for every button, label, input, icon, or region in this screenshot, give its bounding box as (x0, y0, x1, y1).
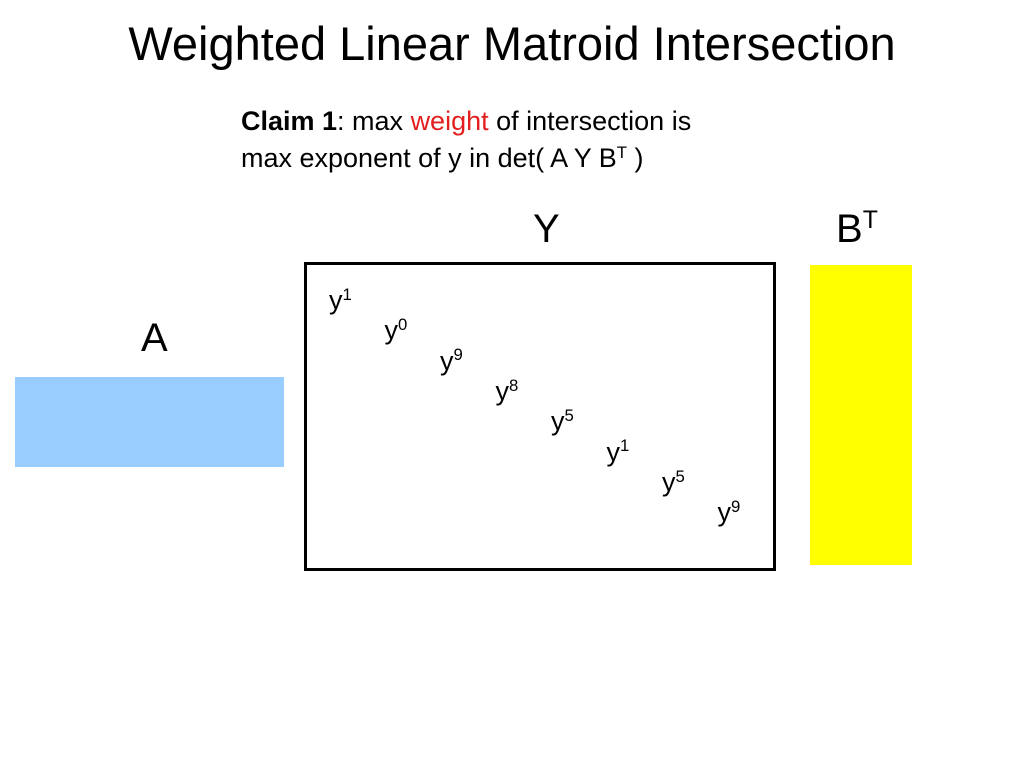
claim-line2-end: ) (626, 143, 644, 173)
claim-rest-line1: of intersection is (488, 106, 692, 136)
diagonal-entry: y1 (607, 437, 630, 467)
claim-label: Claim 1 (241, 106, 338, 136)
diagonal-entry-exponent: 1 (342, 284, 352, 304)
slide-title: Weighted Linear Matroid Intersection (128, 17, 896, 70)
claim-line-1: Claim 1: max weight of intersection is (241, 103, 861, 140)
diagonal-entry: y1 (329, 285, 352, 315)
matrix-y-label: Y (533, 207, 560, 251)
diagonal-entry-base: y (662, 466, 676, 497)
matrix-a-block (15, 377, 284, 467)
diagonal-entry: y9 (718, 497, 741, 527)
diagonal-entry-exponent: 9 (453, 345, 463, 365)
diagonal-entry-base: y (384, 315, 399, 346)
matrix-bt-label-sup: T (862, 207, 878, 235)
diagonal-entry-exponent: 0 (398, 315, 408, 335)
claim-line2-text: max exponent of y in det( A Y B (241, 143, 617, 173)
diagonal-entry-base: y (606, 436, 621, 467)
diagonal-entry-exponent: 9 (731, 496, 741, 516)
matrix-a-label: A (141, 316, 168, 360)
diagonal-entry: y5 (662, 467, 685, 497)
diagonal-entry-exponent: 1 (620, 436, 630, 456)
diagonal-entry-base: y (329, 285, 343, 315)
claim-highlight-weight: weight (410, 106, 489, 136)
diagonal-entry-base: y (551, 406, 565, 437)
diagonal-entry-base: y (495, 375, 510, 406)
diagonal-entry-exponent: 5 (675, 466, 685, 486)
claim-colon-text: : max (337, 106, 411, 136)
diagonal-entry: y9 (440, 346, 463, 376)
diagonal-entry-exponent: 8 (509, 375, 519, 395)
matrix-bt-label-base: B (836, 207, 863, 251)
matrix-bt-label: BT (836, 207, 878, 251)
claim-line2-sup: T (616, 142, 627, 162)
diagonal-entry-base: y (717, 497, 732, 528)
diagonal-entry: y5 (551, 406, 574, 436)
claim-statement: Claim 1: max weight of intersection is m… (241, 103, 861, 177)
diagonal-entry-exponent: 5 (564, 405, 574, 425)
matrix-bt-block (810, 265, 912, 565)
diagonal-entry-base: y (440, 345, 454, 376)
diagonal-entry: y0 (385, 315, 408, 345)
claim-line-2: max exponent of y in det( A Y BT ) (241, 140, 861, 177)
diagonal-entry: y8 (496, 376, 519, 406)
